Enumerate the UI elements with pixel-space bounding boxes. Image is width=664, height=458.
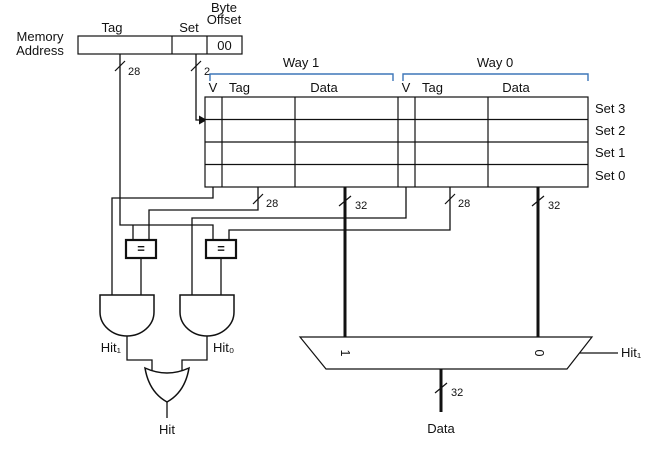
- hit1-wire: [126, 336, 153, 372]
- address-tag-field-label: Tag: [102, 20, 123, 35]
- way1-tag-bus-width: 28: [266, 198, 278, 210]
- way0-col-v-header: V: [402, 80, 411, 95]
- comparators: = =: [124, 238, 238, 260]
- way1-col-tag-header: Tag: [229, 80, 250, 95]
- way1-col-v-header: V: [209, 80, 218, 95]
- byte-offset-label-line1: Byte: [211, 0, 237, 15]
- hit0-label: Hit₀: [213, 340, 234, 355]
- hit-label: Hit: [159, 422, 175, 437]
- comparator0-symbol: =: [217, 241, 225, 256]
- mux-body: [298, 336, 594, 370]
- and-gate-hit0: [179, 294, 235, 337]
- memory-address-label-line2: Address: [16, 43, 64, 58]
- multiplexer: 1 0 Hit₁ 32 Data: [298, 336, 642, 436]
- way0-tag-wire: [228, 187, 451, 240]
- comparator1-box: [124, 238, 158, 260]
- address-set-wire: [195, 54, 199, 121]
- way0-tag-bus-width: 28: [458, 198, 470, 210]
- memory-address-block: Memory Address Tag Set Byte Offset 00 28…: [16, 0, 243, 78]
- mux-input1-label: 1: [338, 350, 352, 357]
- way1-col-data-header: Data: [310, 80, 338, 95]
- set3-label: Set 3: [595, 101, 625, 116]
- way0-data-width-slash: [531, 195, 545, 207]
- way0-valid-wire: [191, 187, 407, 295]
- mux-input0-label: 0: [532, 350, 546, 357]
- set-bus-width: 2: [204, 66, 210, 78]
- memory-address-label-line1: Memory: [17, 29, 64, 44]
- or-gate: [144, 366, 190, 403]
- address-box: [77, 35, 243, 55]
- set0-label: Set 0: [595, 168, 625, 183]
- tag-width-slash: [114, 60, 126, 72]
- mux-output-width-slash: [434, 382, 448, 394]
- table-row-lines: [205, 118, 588, 166]
- way0-col-tag-header: Tag: [422, 80, 443, 95]
- way1-data-bus-width: 32: [355, 200, 367, 212]
- way0-data-bus-width: 32: [548, 200, 560, 212]
- cache-table: V Tag Data V Tag Data Set 3 Set 2 Set 1 …: [204, 80, 625, 212]
- and-gate-hit1: [99, 294, 155, 337]
- way0-tag-width-slash: [444, 193, 456, 205]
- way1-label: Way 1: [283, 55, 319, 70]
- set-arrowhead: [199, 115, 207, 125]
- way0-col-data-header: Data: [502, 80, 530, 95]
- comparator1-symbol: =: [137, 241, 145, 256]
- table-column-lines: [221, 97, 489, 187]
- way0-label: Way 0: [477, 55, 513, 70]
- address-field-dividers: [171, 36, 208, 54]
- way1-data-width-slash: [338, 195, 352, 207]
- byte-offset-value: 00: [217, 38, 231, 53]
- byte-offset-label-line2: Offset: [207, 12, 242, 27]
- mux-output-width: 32: [451, 387, 463, 399]
- way1-tag-width-slash: [252, 193, 264, 205]
- hit1-label: Hit₁: [101, 340, 122, 355]
- way1-valid-wire: [111, 187, 214, 295]
- set1-label: Set 1: [595, 145, 625, 160]
- address-set-field-label: Set: [179, 20, 199, 35]
- tag-bus-width: 28: [128, 66, 140, 78]
- or-gate-group: Hit: [144, 366, 190, 437]
- and-gates: Hit₁ Hit₀: [99, 294, 235, 355]
- comparator0-box: [204, 238, 238, 260]
- way-braces: Way 1 Way 0: [209, 55, 589, 81]
- bus-width-marks: [114, 60, 545, 394]
- set2-label: Set 2: [595, 123, 625, 138]
- hit0-wire: [181, 336, 208, 372]
- way0-brace: [402, 73, 589, 81]
- set-width-slash: [190, 60, 202, 72]
- mux-select-label: Hit₁: [621, 345, 642, 360]
- data-output-label: Data: [427, 421, 455, 436]
- address-tag-wire: [119, 54, 214, 240]
- way1-tag-wire: [148, 187, 259, 240]
- way1-brace: [209, 73, 394, 81]
